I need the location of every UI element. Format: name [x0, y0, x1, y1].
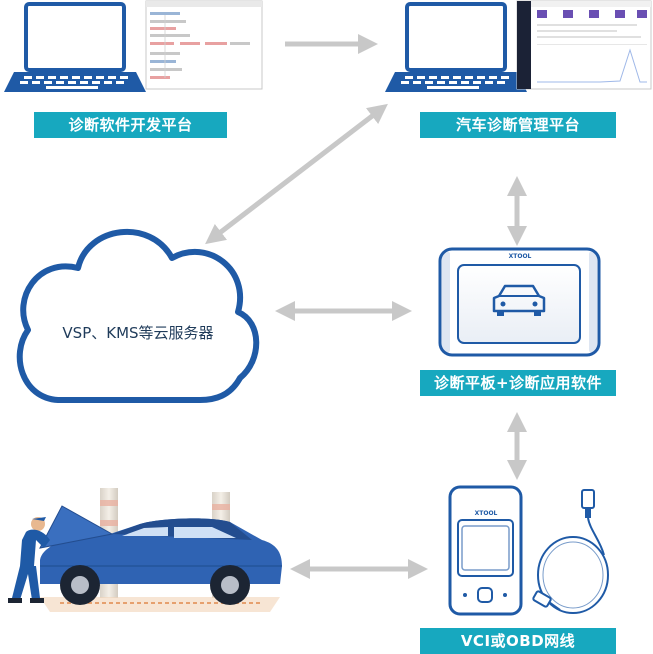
tablet-brand: XTOOL [508, 253, 532, 260]
tablet-icon [438, 247, 601, 357]
dev-software-window [145, 0, 263, 90]
mgmt-dashboard-window [516, 0, 652, 90]
dev-platform-label: 诊断软件开发平台 [34, 112, 227, 138]
cloud-label: VSP、KMS等云服务器 [62, 324, 214, 342]
tablet-label: 诊断平板+诊断应用软件 [420, 370, 616, 396]
laptop-mgmt-icon [385, 2, 527, 92]
car-repair-scene [8, 488, 282, 612]
vci-label: VCI或OBD网线 [420, 628, 616, 654]
vci-device-icon [448, 485, 523, 616]
arrow-cloud-mgmt [205, 103, 388, 245]
mgmt-platform-label: 汽车诊断管理平台 [420, 112, 616, 138]
cloud-icon [16, 228, 260, 403]
obd-cable-icon [532, 489, 609, 614]
laptop-dev-icon [4, 2, 146, 92]
vci-brand: XTOOL [474, 510, 498, 517]
